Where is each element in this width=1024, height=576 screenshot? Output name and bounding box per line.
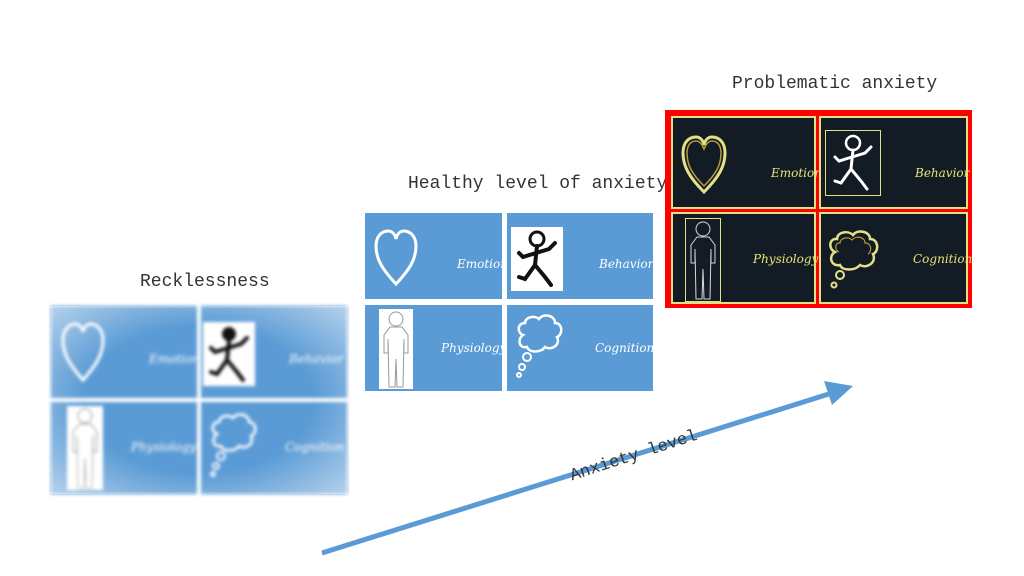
prob-cognition-cell: Cognition <box>819 212 972 304</box>
prob-behavior-cell: Behavior <box>819 116 970 209</box>
prob-physiology-cell: Physiology <box>671 212 819 304</box>
healthy-emotion-label: Emotion <box>457 257 508 271</box>
healthy-physiology-label: Physiology <box>441 341 507 355</box>
healthy-cognition-cell: Cognition <box>507 305 655 391</box>
heart-icon <box>374 229 418 287</box>
running-figure-icon <box>511 227 563 291</box>
prob-emotion-cell: Emotion <box>671 116 822 209</box>
healthy-title: Healthy level of anxiety <box>408 174 668 194</box>
problematic-panel: Emotion Behavior Physiology Cognition <box>665 110 972 308</box>
healthy-panel: Emotion Behavior Physiology Cognition <box>365 213 655 391</box>
healthy-behavior-label: Behavior <box>599 257 654 271</box>
healthy-cognition-label: Cognition <box>595 341 655 355</box>
prob-emotion-label: Emotion <box>771 166 822 180</box>
healthy-behavior-cell: Behavior <box>507 213 653 299</box>
prob-physiology-label: Physiology <box>753 252 819 266</box>
recklessness-panel: Emotion Behavior Physiology <box>51 306 347 494</box>
running-figure-icon <box>825 130 881 196</box>
recklessness-title: Recklessness <box>140 272 270 292</box>
prob-behavior-label: Behavior <box>915 166 970 180</box>
thought-bubble-icon <box>829 230 879 289</box>
heart-icon <box>681 135 727 195</box>
body-outline-icon <box>379 309 413 389</box>
problematic-title: Problematic anxiety <box>732 74 938 94</box>
healthy-emotion-cell: Emotion <box>365 213 508 299</box>
thought-bubble-icon <box>516 314 563 378</box>
body-outline-icon <box>685 218 721 302</box>
healthy-physiology-cell: Physiology <box>365 305 506 391</box>
prob-cognition-label: Cognition <box>913 252 973 266</box>
